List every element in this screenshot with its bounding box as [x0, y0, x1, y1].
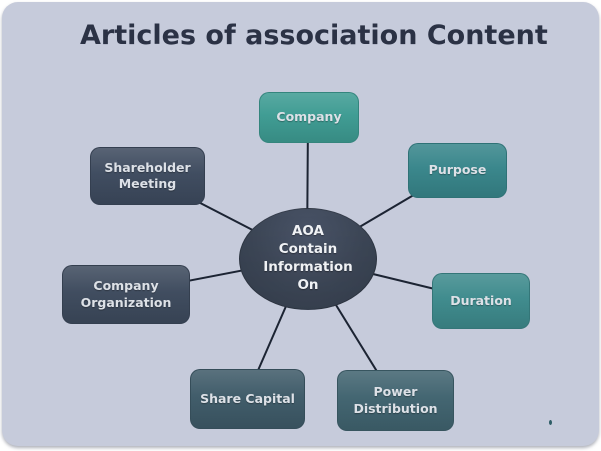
- node-company-organization-label: Company Organization: [80, 278, 172, 310]
- node-company-organization: Company Organization: [62, 265, 190, 324]
- node-shareholder-meeting: Shareholder Meeting: [90, 147, 205, 205]
- slide-title: Articles of association Content: [80, 20, 548, 51]
- node-purpose-label: Purpose: [428, 162, 487, 178]
- node-power-distribution-label: Power Distribution: [353, 384, 438, 416]
- node-share-capital-label: Share Capital: [200, 390, 295, 406]
- stray-mark: [549, 420, 552, 425]
- node-duration-label: Duration: [450, 292, 512, 308]
- node-purpose: Purpose: [408, 143, 507, 198]
- node-power-distribution: Power Distribution: [337, 370, 454, 431]
- node-duration: Duration: [432, 273, 530, 329]
- center-hub-ellipse: AOA Contain Information On: [239, 208, 377, 310]
- node-share-capital: Share Capital: [190, 369, 305, 429]
- node-shareholder-meeting-label: Shareholder Meeting: [104, 159, 191, 191]
- node-company-label: Company: [276, 109, 342, 125]
- slide-canvas: Articles of association Content Company …: [2, 2, 599, 446]
- node-company: Company: [259, 92, 359, 143]
